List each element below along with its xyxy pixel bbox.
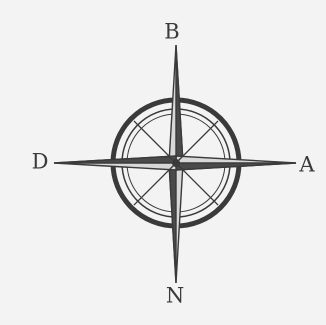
center-dot <box>172 159 180 167</box>
label-left: D <box>32 152 49 173</box>
label-bottom: N <box>166 286 184 307</box>
label-top: B <box>164 22 179 43</box>
label-right: A <box>299 155 314 176</box>
